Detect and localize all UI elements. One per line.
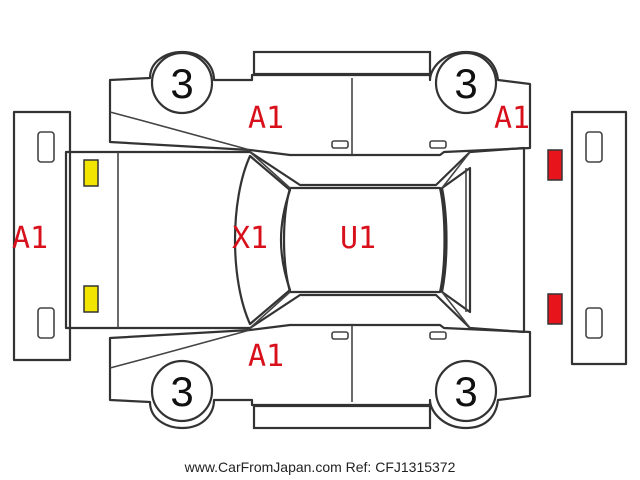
tire-front-left-label: 3: [170, 60, 193, 107]
tire-front-left: 3: [150, 51, 214, 115]
front-light-top: [83, 159, 99, 187]
source-reference: www.CarFromJapan.com Ref: CFJ1315372: [184, 459, 456, 475]
top-view-body: [64, 146, 526, 334]
tire-front-right-label: 3: [170, 368, 193, 415]
rear-light-top: [547, 149, 563, 181]
damage-code-roof: U1: [340, 221, 376, 256]
damage-code-side-lower: A1: [248, 339, 284, 374]
damage-code-front-bumper: A1: [12, 221, 48, 256]
right-side-body: [108, 323, 532, 430]
left-side-sill: [252, 50, 432, 76]
rear-light-bottom: [547, 293, 563, 325]
front-light-bottom: [83, 285, 99, 313]
tire-rear-left-label: 3: [454, 60, 477, 107]
tire-rear-right: 3: [434, 359, 498, 423]
damage-code-roof-right-panel: A1: [494, 101, 530, 136]
tire-rear-right-label: 3: [454, 368, 477, 415]
front-bumper: [12, 110, 72, 362]
damage-code-hood: X1: [232, 221, 268, 256]
damage-code-roof-left-panel: A1: [248, 101, 284, 136]
right-side-sill: [252, 404, 432, 430]
tire-front-right: 3: [150, 359, 214, 423]
rear-bumper: [570, 110, 628, 366]
tire-rear-left: 3: [434, 51, 498, 115]
